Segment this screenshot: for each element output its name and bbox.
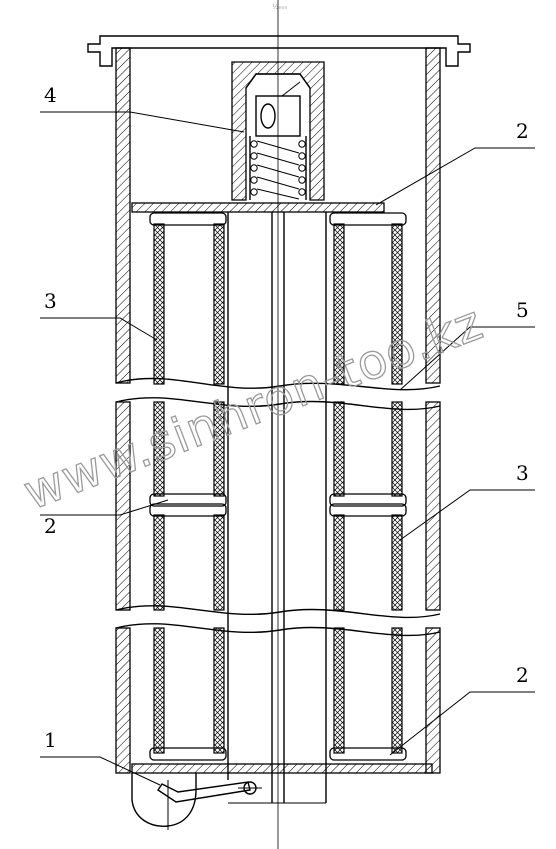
bottom-latch [131, 773, 262, 830]
callout-2-bottom: 2 [516, 663, 529, 687]
leader-lines [40, 111, 535, 786]
cartridge-upper-right [329, 212, 407, 507]
callout-1: 1 [44, 728, 57, 752]
break-lines [115, 377, 441, 637]
cartridge-lower-left [149, 503, 227, 761]
top-flange [87, 35, 471, 67]
callout-2-top: 2 [516, 119, 529, 143]
header-mark: ½ₘₘ [272, 3, 288, 11]
callout-5: 5 [516, 298, 529, 322]
watermark: www.sinhron-too.kz [16, 295, 490, 522]
cartridge-lower-right [329, 503, 407, 761]
bottom-plate [131, 763, 433, 774]
callout-4: 4 [44, 83, 57, 107]
callout-3-lower: 3 [516, 461, 529, 485]
central-shaft [227, 212, 327, 804]
callout-3-upper: 3 [44, 289, 57, 313]
outer-housing-right [425, 47, 441, 774]
outer-housing-left [115, 47, 131, 774]
callout-2-middle: 2 [44, 514, 57, 538]
coil-spring [249, 136, 307, 200]
cartridge-upper-left [149, 212, 227, 507]
top-plate [131, 202, 385, 213]
